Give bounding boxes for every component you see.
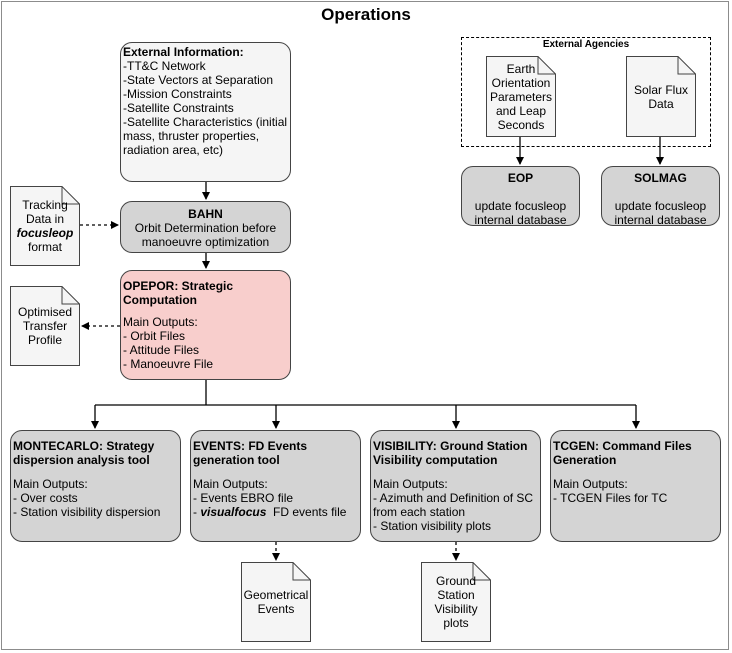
external-info-item: -State Vectors at Separation (123, 73, 274, 87)
external-agencies-group (461, 37, 711, 147)
external-info-item: -Satellite Constraints (123, 101, 234, 115)
gsv-line: Station (437, 588, 475, 602)
external-info-item: -Mission Constraints (123, 87, 232, 101)
events-output: - Events EBRO file (193, 491, 294, 505)
opepor-outputs-label: Main Outputs: (123, 315, 198, 329)
visibility-output: - Azimuth and Definition of SC from each… (373, 491, 534, 519)
gsv-line: Visibility (434, 602, 478, 616)
solmag-description: update focusleop internal database (614, 199, 707, 227)
opepor-heading: OPEPOR: Strategic Computation (123, 279, 234, 307)
optimised-line: Optimised (17, 305, 73, 319)
optimised-transfer-document: Optimised Transfer Profile (10, 286, 80, 366)
geo-line: Geometrical (243, 588, 309, 602)
gsv-line: plots (443, 616, 469, 630)
tracking-data-document: Tracking Data in focusleop format (10, 186, 80, 266)
geometrical-events-document: Geometrical Events (241, 562, 311, 642)
solar-line: Solar Flux (633, 82, 689, 97)
opepor-output: - Attitude Files (123, 343, 200, 357)
tracking-format-name: focusleop (16, 226, 74, 240)
solar-flux-document: Solar Flux Data (626, 56, 696, 137)
tcgen-box: TCGEN: Command Files Generation Main Out… (550, 430, 721, 542)
opepor-box: OPEPOR: Strategic Computation Main Outpu… (120, 270, 291, 380)
external-information-box: External Information: -TT&C Network -Sta… (120, 42, 291, 182)
diagram-title: Operations (321, 5, 411, 24)
events-heading: EVENTS: FD Events generation tool (193, 439, 308, 467)
solmag-heading: SOLMAG (634, 171, 687, 185)
bahn-heading: BAHN (188, 207, 223, 221)
montecarlo-heading: MONTECARLO: Strategy dispersion analysis… (13, 439, 155, 467)
tcgen-outputs-label: Main Outputs: (553, 477, 628, 491)
earth-line: Earth (506, 61, 536, 76)
events-outputs-label: Main Outputs: (193, 477, 268, 491)
document-shape-icon (10, 286, 80, 366)
tracking-line: format (27, 240, 62, 254)
events-box: EVENTS: FD Events generation tool Main O… (190, 430, 361, 542)
optimised-line: Profile (27, 333, 62, 347)
eop-box: EOP update focusleop internal database (461, 166, 580, 227)
earth-orientation-document: Earth Orientation Parameters and Leap Se… (486, 56, 556, 137)
document-shape-icon (486, 56, 556, 137)
visibility-outputs-label: Main Outputs: (373, 477, 448, 491)
document-shape-icon (421, 562, 491, 642)
bahn-box: BAHN Orbit Determination before manoeuvr… (120, 201, 291, 253)
document-shape-icon (626, 56, 696, 137)
events-output-suffix: FD events file (266, 505, 347, 519)
visibility-output: - Station visibility plots (373, 519, 492, 533)
bahn-description: Orbit Determination before manoeuvre opt… (134, 221, 277, 249)
tcgen-heading: TCGEN: Command Files Generation (553, 439, 692, 467)
tracking-line: Tracking (22, 198, 68, 212)
external-info-item: -TT&C Network (123, 59, 206, 73)
opepor-output: - Orbit Files (123, 329, 186, 343)
montecarlo-output: - Over costs (13, 491, 78, 505)
events-output: - visualfocus FD events file (193, 505, 358, 519)
montecarlo-box: MONTECARLO: Strategy dispersion analysis… (10, 430, 181, 542)
optimised-line: Transfer (22, 319, 68, 333)
earth-line: Orientation (491, 75, 551, 90)
external-info-item: -Satellite Characteristics (initial mass… (123, 115, 288, 157)
montecarlo-output: - Station visibility dispersion (13, 505, 161, 519)
opepor-output: - Manoeuvre File (123, 357, 214, 371)
tracking-line: Data in (25, 212, 65, 226)
ground-station-visibility-document: Ground Station Visibility plots (421, 562, 491, 642)
solmag-box: SOLMAG update focusleop internal databas… (601, 166, 720, 227)
external-agencies-label: External Agencies (542, 39, 630, 50)
eop-heading: EOP (507, 171, 534, 185)
geo-line: Events (257, 602, 295, 616)
earth-line: Seconds (497, 117, 545, 132)
montecarlo-outputs-label: Main Outputs: (13, 477, 88, 491)
eop-description: update focusleop internal database (474, 199, 567, 227)
earth-line: Parameters (489, 89, 553, 104)
document-shape-icon (10, 186, 80, 266)
external-information-heading: External Information: (123, 45, 244, 59)
tcgen-output: - TCGEN Files for TC (553, 491, 668, 505)
solar-line: Data (648, 96, 674, 111)
earth-line: and Leap (495, 103, 547, 118)
gsv-line: Ground (435, 574, 477, 588)
visibility-heading: VISIBILITY: Ground Station Visibility co… (373, 439, 528, 467)
visualfocus-name: visualfocus (200, 505, 267, 519)
visibility-box: VISIBILITY: Ground Station Visibility co… (370, 430, 541, 542)
document-shape-icon (241, 562, 311, 642)
events-output-prefix: - (193, 505, 201, 519)
